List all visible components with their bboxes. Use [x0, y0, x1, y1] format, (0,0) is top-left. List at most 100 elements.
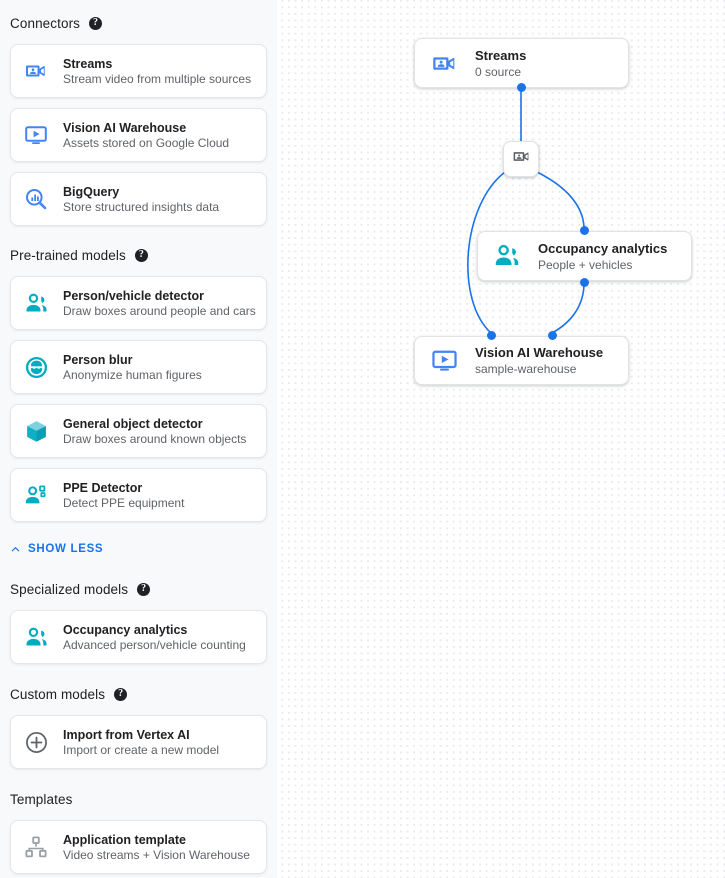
section-header-templates: Templates	[0, 788, 277, 810]
card-subtitle: Stream video from multiple sources	[63, 71, 252, 86]
node-subtitle: 0 source	[475, 64, 522, 79]
node-subtitle: sample-warehouse	[475, 362, 577, 376]
palette-card-bigquery[interactable]: BigQuery Store structured insights data	[10, 172, 267, 226]
graph-node-occupancy-analytics[interactable]: Occupancy analytics People + vehicles	[477, 231, 692, 281]
node-title: Streams	[475, 47, 527, 63]
section-header-specialized-models: Specialized models ?	[0, 578, 277, 600]
help-icon[interactable]: ?	[137, 582, 151, 596]
card-list-specialized-models: Occupancy analytics Advanced person/vehi…	[0, 610, 277, 664]
section-title: Connectors	[10, 15, 81, 31]
card-subtitle: Advanced person/vehicle counting	[63, 637, 246, 652]
card-list-pre-trained-models: Person/vehicle detector Draw boxes aroun…	[0, 276, 277, 522]
stream-camera-icon	[23, 58, 49, 84]
card-subtitle: Video streams + Vision Warehouse	[63, 847, 250, 862]
graph-canvas[interactable]: Streams 0 source Occupancy analytics Peo…	[277, 0, 725, 878]
port-warehouse-input-right[interactable]	[548, 331, 557, 340]
vision-warehouse-icon	[23, 122, 49, 148]
stream-camera-icon	[429, 48, 459, 78]
component-palette-sidebar: Connectors ? Streams Stream video from m…	[0, 0, 277, 878]
palette-card-person-vehicle-detector[interactable]: Person/vehicle detector Draw boxes aroun…	[10, 276, 267, 330]
graph-node-vision-ai-warehouse[interactable]: Vision AI Warehouse sample-warehouse	[414, 336, 629, 385]
bigquery-icon	[23, 186, 49, 212]
palette-card-occupancy-analytics[interactable]: Occupancy analytics Advanced person/vehi…	[10, 610, 267, 664]
node-text: Vision AI Warehouse sample-warehouse	[475, 345, 603, 376]
card-subtitle: Anonymize human figures	[63, 367, 202, 382]
palette-card-person-blur[interactable]: Person blur Anonymize human figures	[10, 340, 267, 394]
card-title: PPE Detector	[63, 480, 143, 495]
card-list-templates: Application template Video streams + Vis…	[0, 820, 277, 874]
card-text: General object detector Draw boxes aroun…	[63, 417, 246, 446]
card-title: Person/vehicle detector	[63, 288, 205, 303]
card-text: Vision AI Warehouse Assets stored on Goo…	[63, 121, 229, 150]
plus-circle-icon	[23, 729, 49, 755]
card-text: Import from Vertex AI Import or create a…	[63, 728, 219, 757]
section-header-pre-trained-models: Pre-trained models ?	[0, 244, 277, 266]
palette-card-streams[interactable]: Streams Stream video from multiple sourc…	[10, 44, 267, 98]
card-text: Person blur Anonymize human figures	[63, 353, 202, 382]
edge-relay-to-warehouse	[467, 171, 506, 334]
card-text: Occupancy analytics Advanced person/vehi…	[63, 623, 246, 652]
card-title: Occupancy analytics	[63, 622, 188, 637]
port-warehouse-input-left[interactable]	[487, 331, 496, 340]
card-title: Streams	[63, 56, 113, 71]
edge-occupancy-to-warehouse	[551, 282, 585, 334]
help-icon[interactable]: ?	[134, 248, 148, 262]
card-text: Streams Stream video from multiple sourc…	[63, 57, 251, 86]
vision-warehouse-icon	[429, 346, 459, 376]
section-header-connectors: Connectors ?	[0, 12, 277, 34]
node-title: Vision AI Warehouse	[475, 345, 604, 360]
cube-object-icon	[23, 418, 49, 444]
card-text: Application template Video streams + Vis…	[63, 833, 250, 862]
section-header-custom-models: Custom models ?	[0, 683, 277, 705]
ppe-detector-icon	[23, 482, 49, 508]
card-subtitle: Draw boxes around known objects	[63, 431, 247, 446]
card-title: Application template	[63, 832, 186, 847]
port-occupancy-output[interactable]	[580, 278, 589, 287]
edge-layer	[467, 88, 585, 334]
stream-camera-mini-icon	[512, 147, 531, 171]
palette-card-ppe-detector[interactable]: PPE Detector Detect PPE equipment	[10, 468, 267, 522]
card-title: Vision AI Warehouse	[63, 120, 187, 135]
card-list-connectors: Streams Stream video from multiple sourc…	[0, 44, 277, 226]
palette-card-application-template[interactable]: Application template Video streams + Vis…	[10, 820, 267, 874]
section-title: Custom models	[10, 686, 106, 702]
card-subtitle: Assets stored on Google Cloud	[63, 135, 230, 150]
card-title: Import from Vertex AI	[63, 727, 190, 742]
person-blur-icon	[23, 354, 49, 380]
card-list-custom-models: Import from Vertex AI Import or create a…	[0, 715, 277, 769]
section-title: Specialized models	[10, 581, 129, 597]
card-subtitle: Detect PPE equipment	[63, 495, 185, 510]
section-title: Templates	[10, 791, 73, 807]
card-text: PPE Detector Detect PPE equipment	[63, 481, 184, 510]
show-less-button[interactable]: SHOW LESS	[0, 539, 277, 559]
occupancy-icon	[23, 624, 49, 650]
card-subtitle: Draw boxes around people and cars	[63, 303, 256, 318]
node-text: Occupancy analytics People + vehicles	[538, 241, 667, 272]
node-title: Occupancy analytics	[538, 240, 668, 256]
port-occupancy-input[interactable]	[580, 226, 589, 235]
section-title: Pre-trained models	[10, 247, 126, 263]
graph-node-stream-relay[interactable]	[503, 141, 539, 177]
card-subtitle: Store structured insights data	[63, 199, 220, 214]
graph-node-streams[interactable]: Streams 0 source	[414, 38, 629, 88]
show-less-label: SHOW LESS	[28, 543, 104, 555]
card-text: BigQuery Store structured insights data	[63, 185, 219, 214]
help-icon[interactable]: ?	[89, 16, 103, 30]
help-icon[interactable]: ?	[114, 687, 128, 701]
node-text: Streams 0 source	[475, 48, 526, 79]
person-vehicle-icon	[23, 290, 49, 316]
port-streams-output[interactable]	[517, 83, 526, 92]
card-text: Person/vehicle detector Draw boxes aroun…	[63, 288, 256, 318]
palette-card-vision-ai-warehouse[interactable]: Vision AI Warehouse Assets stored on Goo…	[10, 108, 267, 162]
card-title: Person blur	[63, 352, 133, 367]
edge-relay-to-occupancy	[536, 171, 585, 230]
occupancy-icon	[492, 241, 522, 271]
hierarchy-icon	[23, 834, 49, 860]
card-title: BigQuery	[63, 184, 120, 199]
palette-card-import-from-vertex-ai[interactable]: Import from Vertex AI Import or create a…	[10, 715, 267, 769]
card-title: General object detector	[63, 416, 203, 431]
palette-card-general-object-detector[interactable]: General object detector Draw boxes aroun…	[10, 404, 267, 458]
chevron-up-icon	[11, 546, 20, 551]
card-subtitle: Import or create a new model	[63, 742, 220, 757]
